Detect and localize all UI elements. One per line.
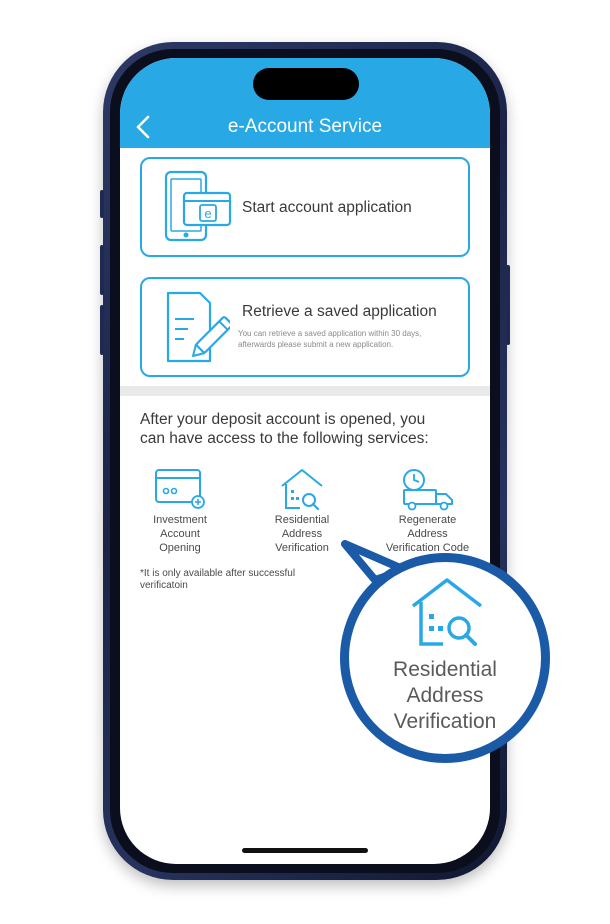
service-investment-line3: Opening xyxy=(159,542,201,554)
clock-truck-icon xyxy=(403,469,453,511)
section-divider xyxy=(120,386,490,396)
services-intro-line1: After your deposit account is opened, yo… xyxy=(140,411,426,428)
power-button xyxy=(506,265,510,345)
document-edit-icon xyxy=(166,291,230,363)
retrieve-application-card[interactable]: Retrieve a saved application You can ret… xyxy=(140,277,470,377)
service-regenerate-line1: Regenerate xyxy=(398,514,457,526)
volume-up-button xyxy=(100,245,104,295)
zoom-callout: Residential Address Verification xyxy=(340,553,550,763)
retrieve-application-note-2: afterwards please submit a new applicati… xyxy=(238,340,394,349)
home-indicator xyxy=(242,848,368,853)
services-intro: After your deposit account is opened, yo… xyxy=(140,410,475,448)
service-residential-line1: Residential xyxy=(274,514,330,526)
volume-down-button xyxy=(100,305,104,355)
service-residential-address[interactable]: Residential Address Verification xyxy=(256,466,348,556)
service-investment-line2: Account xyxy=(160,528,200,540)
callout-line1: Residential xyxy=(393,658,497,681)
card-plus-icon xyxy=(155,469,205,509)
tablet-e-card-icon: e xyxy=(164,170,232,242)
callout-label: Residential Address Verification xyxy=(349,657,541,735)
footnote-line2: verificatoin xyxy=(140,580,188,591)
services-intro-line2: can have access to the following service… xyxy=(140,430,429,447)
service-regenerate-code[interactable]: Regenerate Address Verification Code xyxy=(370,466,485,556)
action-button xyxy=(100,190,104,218)
retrieve-application-note-1: You can retrieve a saved application wit… xyxy=(238,329,422,338)
service-regenerate-line3: Verification Code xyxy=(385,542,470,554)
service-residential-line2: Address xyxy=(281,528,323,540)
page-title: e-Account Service xyxy=(227,116,383,137)
service-regenerate-line2: Address xyxy=(407,528,448,540)
start-application-card[interactable]: e Start account application xyxy=(140,157,470,257)
retrieve-application-label: Retrieve a saved application xyxy=(242,303,437,320)
house-search-icon xyxy=(281,469,323,511)
footnote-line1: *It is only available after successful xyxy=(140,568,296,579)
house-search-icon xyxy=(411,578,483,646)
availability-footnote: *It is only available after successful v… xyxy=(140,568,340,592)
service-investment-account[interactable]: Investment Account Opening xyxy=(134,466,226,556)
chevron-left-icon[interactable] xyxy=(134,114,152,140)
start-application-label: Start account application xyxy=(242,199,412,216)
dynamic-island xyxy=(253,68,359,100)
callout-line2: Address xyxy=(406,684,484,707)
callout-line3: Verification xyxy=(393,710,497,733)
svg-text:e: e xyxy=(204,206,211,221)
service-residential-line3: Verification xyxy=(275,542,329,554)
service-investment-line1: Investment xyxy=(153,514,207,526)
